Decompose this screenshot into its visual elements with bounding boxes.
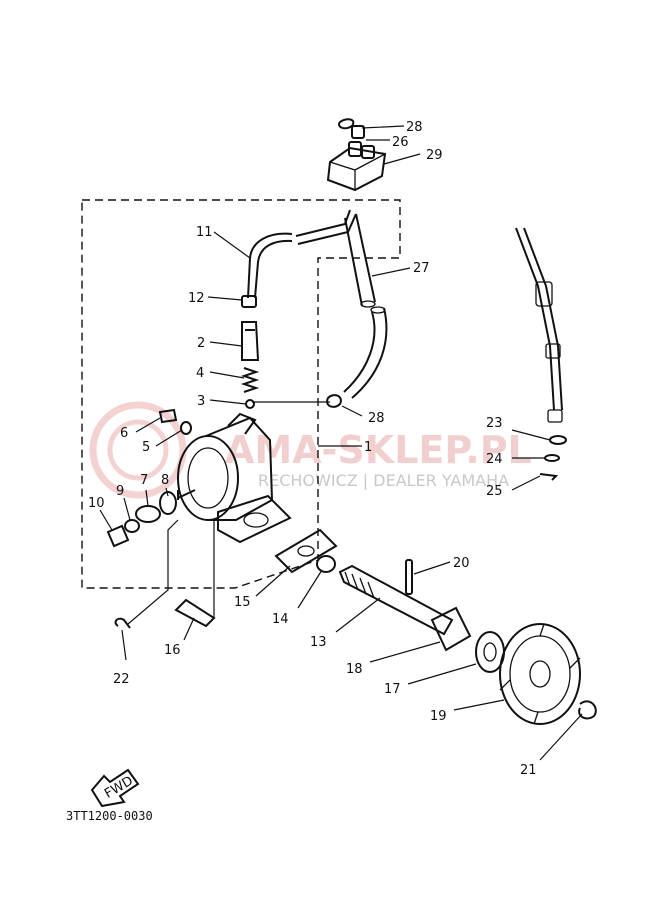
hose-27-lower <box>343 307 388 399</box>
watermark: AMA-SKLEP.PL RECHOWICZ | DEALER YAMAHA <box>89 401 532 499</box>
spring-4 <box>240 367 260 393</box>
callout-13: 13 <box>310 635 327 650</box>
callout-21: 21 <box>520 763 537 778</box>
callout-5: 5 <box>142 440 150 455</box>
hose-11 <box>247 232 293 299</box>
pin-25 <box>539 473 559 481</box>
nut-12 <box>241 295 257 308</box>
callout-19: 19 <box>430 709 447 724</box>
pump-cable <box>515 227 563 411</box>
bolt-2 <box>241 321 260 361</box>
watermark-dealer: RECHOWICZ | DEALER YAMAHA <box>258 471 509 490</box>
leader-lines <box>99 125 583 761</box>
callout-18: 18 <box>346 662 363 677</box>
callout-12: 12 <box>188 291 205 306</box>
oring-8 <box>159 491 177 515</box>
watermark-brand: AMA-SKLEP.PL <box>225 428 532 472</box>
callout-24: 24 <box>486 452 503 467</box>
callout-27: 27 <box>413 261 430 276</box>
gear-19 <box>499 623 581 725</box>
callout-20: 20 <box>453 556 470 571</box>
collar-18 <box>430 606 472 652</box>
fitting-block <box>326 118 387 192</box>
callout-17: 17 <box>384 682 401 697</box>
callout-2: 2 <box>197 336 205 351</box>
callout-labels: 28 26 29 11 27 12 2 4 3 28 6 5 1 7 8 9 1… <box>88 120 537 778</box>
circlip-21 <box>578 700 597 720</box>
figure-code: 3TT1200-0030 <box>66 809 153 823</box>
clip-22 <box>114 617 131 629</box>
fwd-arrow: FWD <box>90 768 140 808</box>
oring-14 <box>316 555 336 573</box>
callout-22: 22 <box>113 672 130 687</box>
callout-25: 25 <box>486 484 503 499</box>
callout-10: 10 <box>88 496 105 511</box>
washer-7 <box>135 505 161 523</box>
clip-28-top <box>338 118 355 130</box>
washer-9 <box>124 519 140 533</box>
callout-3: 3 <box>197 394 205 409</box>
callout-14: 14 <box>272 612 289 627</box>
callout-11: 11 <box>196 225 213 240</box>
callout-26: 26 <box>392 135 409 150</box>
oil-pump <box>177 412 292 544</box>
bolt-16 <box>174 598 216 628</box>
washer-24 <box>544 454 560 462</box>
assembly-boundary <box>81 199 401 589</box>
callout-15: 15 <box>234 595 251 610</box>
clip-28-lower <box>326 394 342 408</box>
pin-20 <box>405 559 413 595</box>
ball-3 <box>245 399 255 409</box>
callout-28-lower: 28 <box>368 411 385 426</box>
hose-27 <box>344 213 376 307</box>
washer-23 <box>549 435 567 445</box>
callout-28-top: 28 <box>406 120 423 135</box>
shaft-13 <box>338 564 454 636</box>
callout-23: 23 <box>486 416 503 431</box>
callout-16: 16 <box>164 643 181 658</box>
callout-6: 6 <box>120 426 128 441</box>
callout-4: 4 <box>196 366 204 381</box>
callout-8: 8 <box>161 473 169 488</box>
plug-26 <box>351 125 365 139</box>
callout-1: 1 <box>364 440 372 455</box>
screw-6 <box>158 408 178 424</box>
callout-9: 9 <box>116 484 124 499</box>
callout-7: 7 <box>140 473 148 488</box>
nut-10 <box>106 524 130 548</box>
washer-5 <box>180 421 192 435</box>
callout-29: 29 <box>426 148 443 163</box>
gasket-15 <box>274 528 338 574</box>
